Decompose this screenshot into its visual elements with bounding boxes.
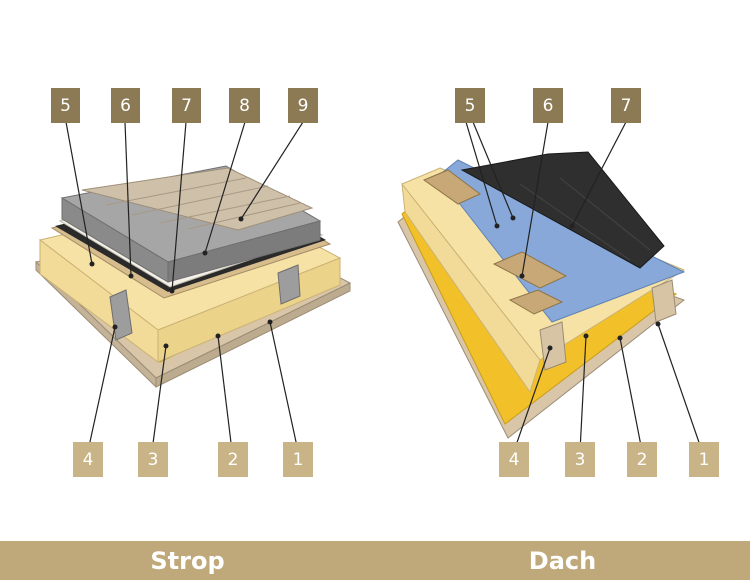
strop-caption: Strop xyxy=(150,546,225,575)
strop-joist-right xyxy=(277,264,301,305)
strop-callout-3: 3 xyxy=(138,442,168,477)
dach-leader-dots xyxy=(494,215,661,351)
strop-callout-9: 9 xyxy=(288,88,318,123)
dach-callout-5: 5 xyxy=(455,88,485,123)
dach-batten-middle xyxy=(492,251,568,289)
dach-callout-7: 7 xyxy=(611,88,641,123)
dach-batten-top xyxy=(422,169,481,205)
layers-illustration xyxy=(34,121,703,452)
diagram-stage: 5 6 7 8 9 4 3 2 1 5 6 7 4 3 2 1 xyxy=(34,88,719,477)
dach-illustration xyxy=(397,121,703,452)
strop-callout-4: 4 xyxy=(73,442,103,477)
strop-floor-panel xyxy=(81,167,314,231)
strop-screed-right xyxy=(167,220,321,283)
strop-callout-7: 7 xyxy=(172,88,201,123)
dach-callout-6: 6 xyxy=(533,88,563,123)
strop-leader-dots xyxy=(89,216,273,349)
strop-callout-1: 1 xyxy=(283,442,313,477)
dach-caption: Dach xyxy=(528,546,597,575)
dach-callout-3: 3 xyxy=(565,442,595,477)
strop-callout-6: 6 xyxy=(111,88,140,123)
dach-roof-sheet xyxy=(460,151,665,269)
strop-bottom-board-edge-right xyxy=(155,282,351,388)
dach-batten-lower xyxy=(508,289,564,315)
dach-callout-2: 2 xyxy=(627,442,657,477)
strop-callout-2: 2 xyxy=(218,442,248,477)
dach-callout-1: 1 xyxy=(689,442,719,477)
strop-callout-5: 5 xyxy=(51,88,80,123)
caption-bar: Strop Dach xyxy=(0,541,750,580)
dach-callout-4: 4 xyxy=(499,442,529,477)
dach-rafter-bottom xyxy=(539,321,567,371)
strop-illustration xyxy=(34,121,352,452)
dach-insulation-front xyxy=(401,182,541,394)
dach-leader-lines xyxy=(465,121,703,452)
strop-callout-8: 8 xyxy=(229,88,260,123)
dach-rafter-right xyxy=(651,279,677,323)
strop-leader-lines xyxy=(65,121,304,452)
